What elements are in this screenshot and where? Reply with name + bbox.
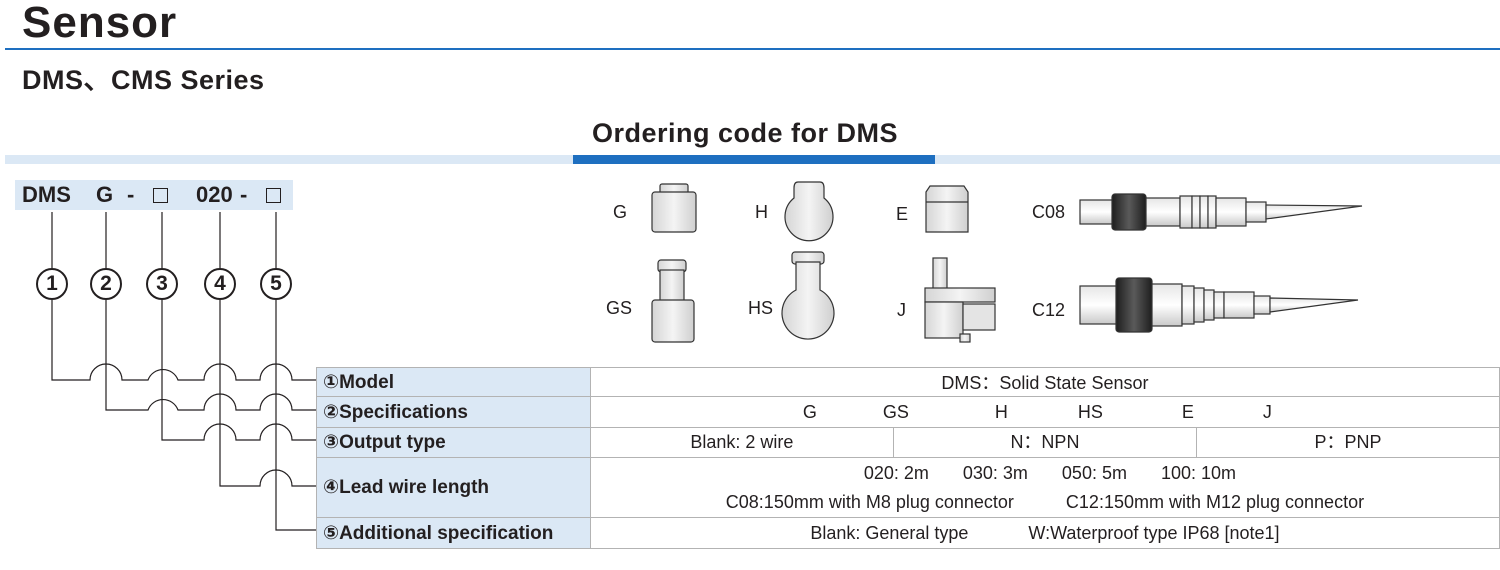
circle-number-4: 4 [204,268,236,300]
output-option: P：PNP [1195,428,1499,457]
model-value: DMS：Solid State Sensor [589,367,1500,397]
spec-option: HS [1077,402,1103,422]
output-option: N：NPN [892,428,1196,457]
output-option: Blank: 2 wire [690,432,794,452]
part-label-e: E [896,204,909,224]
circle-number-5: 5 [260,268,292,300]
spec-table: ①Model DMS：Solid State Sensor ②Specifica… [316,367,1500,549]
table-row-output-type: ③Output type Blank: 2 wire N：NPN P：PNP [316,427,1500,458]
part-illustrations: G H E C08 GS HS J C12 [606,181,1363,343]
part-label-g: G [613,202,628,222]
code-additional-box [266,180,281,210]
table-row-lead-wire-length: ④Lead wire length 020: 2m 030: 3m 050: 5… [316,457,1500,518]
spec-option: J [1262,402,1272,422]
spec-option: H [994,402,1008,422]
code-output-box [153,180,168,210]
ordering-code-bar [15,180,293,210]
page-title: Sensor [22,0,178,47]
row-label-lead-wire-length: ④Lead wire length [316,457,591,518]
code-spec: G [96,182,114,207]
series-subtitle: DMS、CMS Series [22,65,265,95]
sensor-gs-drawing [651,259,695,343]
title-rule [5,48,1500,50]
length-option: 100: 10m [1160,462,1237,483]
circle-number-3: 3 [146,268,178,300]
part-label-h: H [755,202,768,222]
spec-option: G [802,402,817,422]
part-label-hs: HS [748,298,774,318]
part-label-c08: C08 [1032,202,1066,222]
section-accent [573,155,935,164]
additional-option: Blank: General type [810,522,969,543]
connector-c12-drawing [1079,277,1359,333]
row-label-specifications: ②Specifications [316,396,591,428]
length-option: 030: 3m [962,462,1028,483]
table-row-model: ①Model DMS：Solid State Sensor [316,367,1500,397]
spec-option: GS [882,402,909,422]
connector-option: C12:150mm with M12 plug connector [1065,491,1365,512]
specifications-options: G GS H HS E J [589,396,1500,428]
sensor-e-drawing [925,185,969,233]
part-drawings [651,181,1363,343]
sensor-g-drawing [651,183,697,233]
table-row-specifications: ②Specifications G GS H HS E J [316,396,1500,428]
code-prefix: DMS [22,182,71,207]
part-label-j: J [897,300,906,320]
code-dash-2: - [240,182,248,207]
connector-lines [51,212,316,531]
circle-number-2: 2 [90,268,122,300]
spec-option: E [1181,402,1194,422]
section-heading: Ordering code for DMS [592,118,899,148]
connector-option: C08:150mm with M8 plug connector [725,491,1014,512]
row-label-model: ①Model [316,367,591,397]
sensor-hs-drawing [781,251,835,340]
sensor-h-drawing [784,181,834,242]
table-row-additional-specification: ⑤Additional specification Blank: General… [316,517,1500,549]
output-type-cells: Blank: 2 wire N：NPN P：PNP [589,427,1500,458]
circle-number-1: 1 [36,268,68,300]
connector-c08-drawing [1079,193,1363,231]
code-dash-1: - [127,182,135,207]
lead-wire-options: 020: 2m 030: 3m 050: 5m 100: 10m C08:150… [589,457,1500,518]
additional-option: W:Waterproof type IP68 [note1] [1028,522,1280,543]
length-option: 020: 2m [863,462,929,483]
length-option: 050: 5m [1061,462,1127,483]
row-label-additional-specification: ⑤Additional specification [316,517,591,549]
part-label-gs: GS [606,298,633,318]
row-label-output-type: ③Output type [316,427,591,458]
part-label-c12: C12 [1032,300,1066,320]
sensor-j-drawing [924,257,996,343]
additional-spec-options: Blank: General type W:Waterproof type IP… [589,517,1500,549]
code-length: 020 [196,182,233,207]
